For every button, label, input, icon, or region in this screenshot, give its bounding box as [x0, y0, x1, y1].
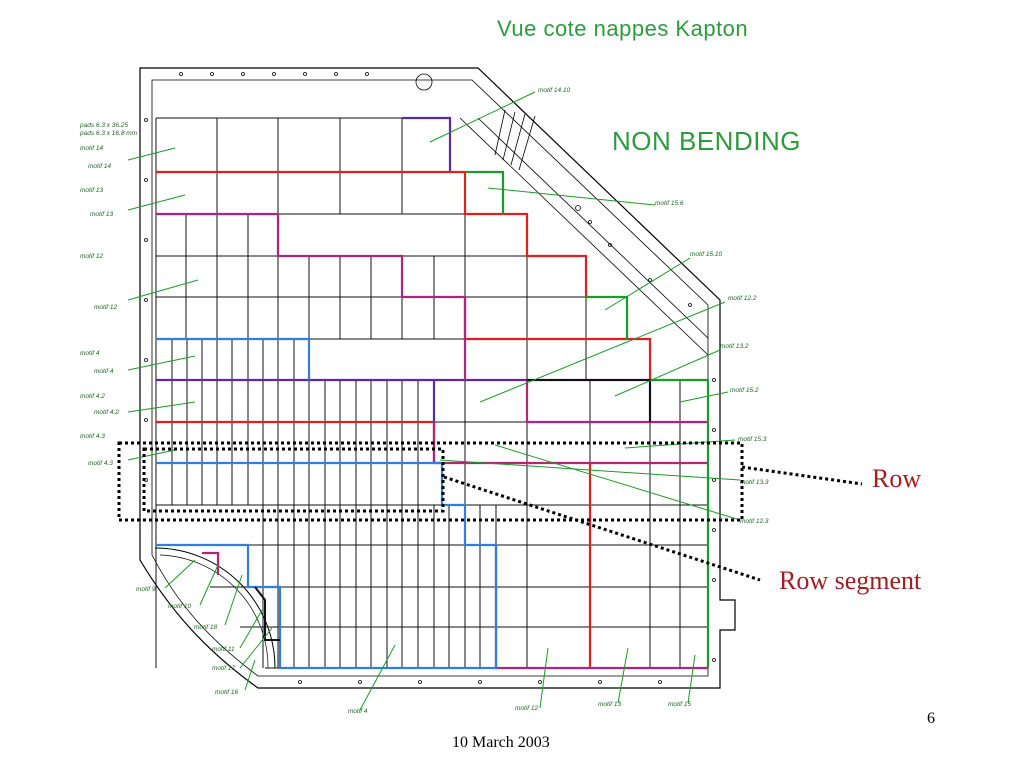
- side-tag: motif 14: [80, 145, 104, 152]
- motif-label: motif 14.10: [538, 87, 571, 94]
- motif-label: motif 4: [348, 708, 368, 715]
- motif-labels: motif 14.10 motif 14 motif 13 motif 15.6…: [88, 87, 769, 715]
- motif-label: motif 16: [215, 689, 239, 696]
- motif-label: motif 17: [212, 665, 236, 672]
- page-number: 6: [927, 710, 935, 727]
- row-segment-pointer: [443, 475, 761, 582]
- diagonal-strip: [459, 109, 709, 356]
- segment-magenta: [156, 212, 708, 670]
- motif-label: motif 15.3: [738, 436, 767, 443]
- row-box: [117, 441, 744, 522]
- pad-info: pads 6.3 x 36.25 pads 6.3 x 16.8 mm: [79, 122, 138, 137]
- row-segment-box: [142, 447, 445, 513]
- motif-label: motif 13: [598, 701, 622, 708]
- segment-blue: [156, 337, 498, 670]
- pad-info-line2: pads 6.3 x 16.8 mm: [79, 130, 138, 137]
- motif-label: motif 11: [212, 646, 235, 653]
- motif-label: motif 15: [668, 701, 692, 708]
- motif-label: motif 4: [94, 368, 114, 375]
- callout-pointers: [443, 465, 863, 582]
- segment-red: [156, 170, 652, 668]
- motif-label: motif 9: [136, 586, 156, 593]
- motif-label: motif 15.2: [730, 387, 759, 394]
- side-tag: motif 13: [80, 187, 104, 194]
- row-pointer: [741, 465, 863, 486]
- row-highlight-boxes: [117, 441, 744, 522]
- left-edge-tags: motif 14 motif 13 motif 12 motif 4 motif…: [80, 145, 105, 440]
- row-callout: Row: [872, 464, 922, 493]
- motif-label: motif 18: [194, 624, 218, 631]
- side-tag: motif 4.3: [80, 433, 105, 440]
- motif-label: motif 12.3: [740, 518, 769, 525]
- motif-label: motif 12: [94, 304, 118, 311]
- footer-date: 10 March 2003: [452, 734, 550, 751]
- motif-label: motif 4.2: [94, 409, 119, 416]
- side-tag: motif 12: [80, 253, 104, 260]
- row-segment-callout: Row segment: [779, 566, 922, 595]
- side-tag: motif 4: [80, 350, 100, 357]
- motif-label: motif 12.2: [728, 295, 757, 302]
- segment-green: [465, 170, 710, 668]
- motif-label: motif 15.6: [655, 200, 684, 207]
- motif-label: motif 12: [515, 705, 539, 712]
- chamber-outline: [139, 67, 736, 689]
- motif-label: motif 10: [168, 603, 192, 610]
- motif-label: motif 13: [90, 211, 114, 218]
- segment-dark: [254, 379, 651, 641]
- motif-label: motif 13.2: [720, 343, 749, 350]
- motif-label: motif 13.3: [740, 479, 769, 486]
- motif-leader-lines: [127, 91, 741, 711]
- motif-label: motif 15.10: [690, 251, 723, 258]
- side-tag: motif 4.2: [80, 393, 105, 400]
- mounting-holes: [144, 72, 716, 684]
- slide-title: Vue cote nappes Kapton: [497, 16, 748, 41]
- motif-label: motif 14: [88, 163, 112, 170]
- motif-label: motif 4.3: [88, 460, 113, 467]
- non-bending-label: NON BENDING: [612, 126, 801, 156]
- pad-info-line1: pads 6.3 x 36.25: [79, 122, 128, 129]
